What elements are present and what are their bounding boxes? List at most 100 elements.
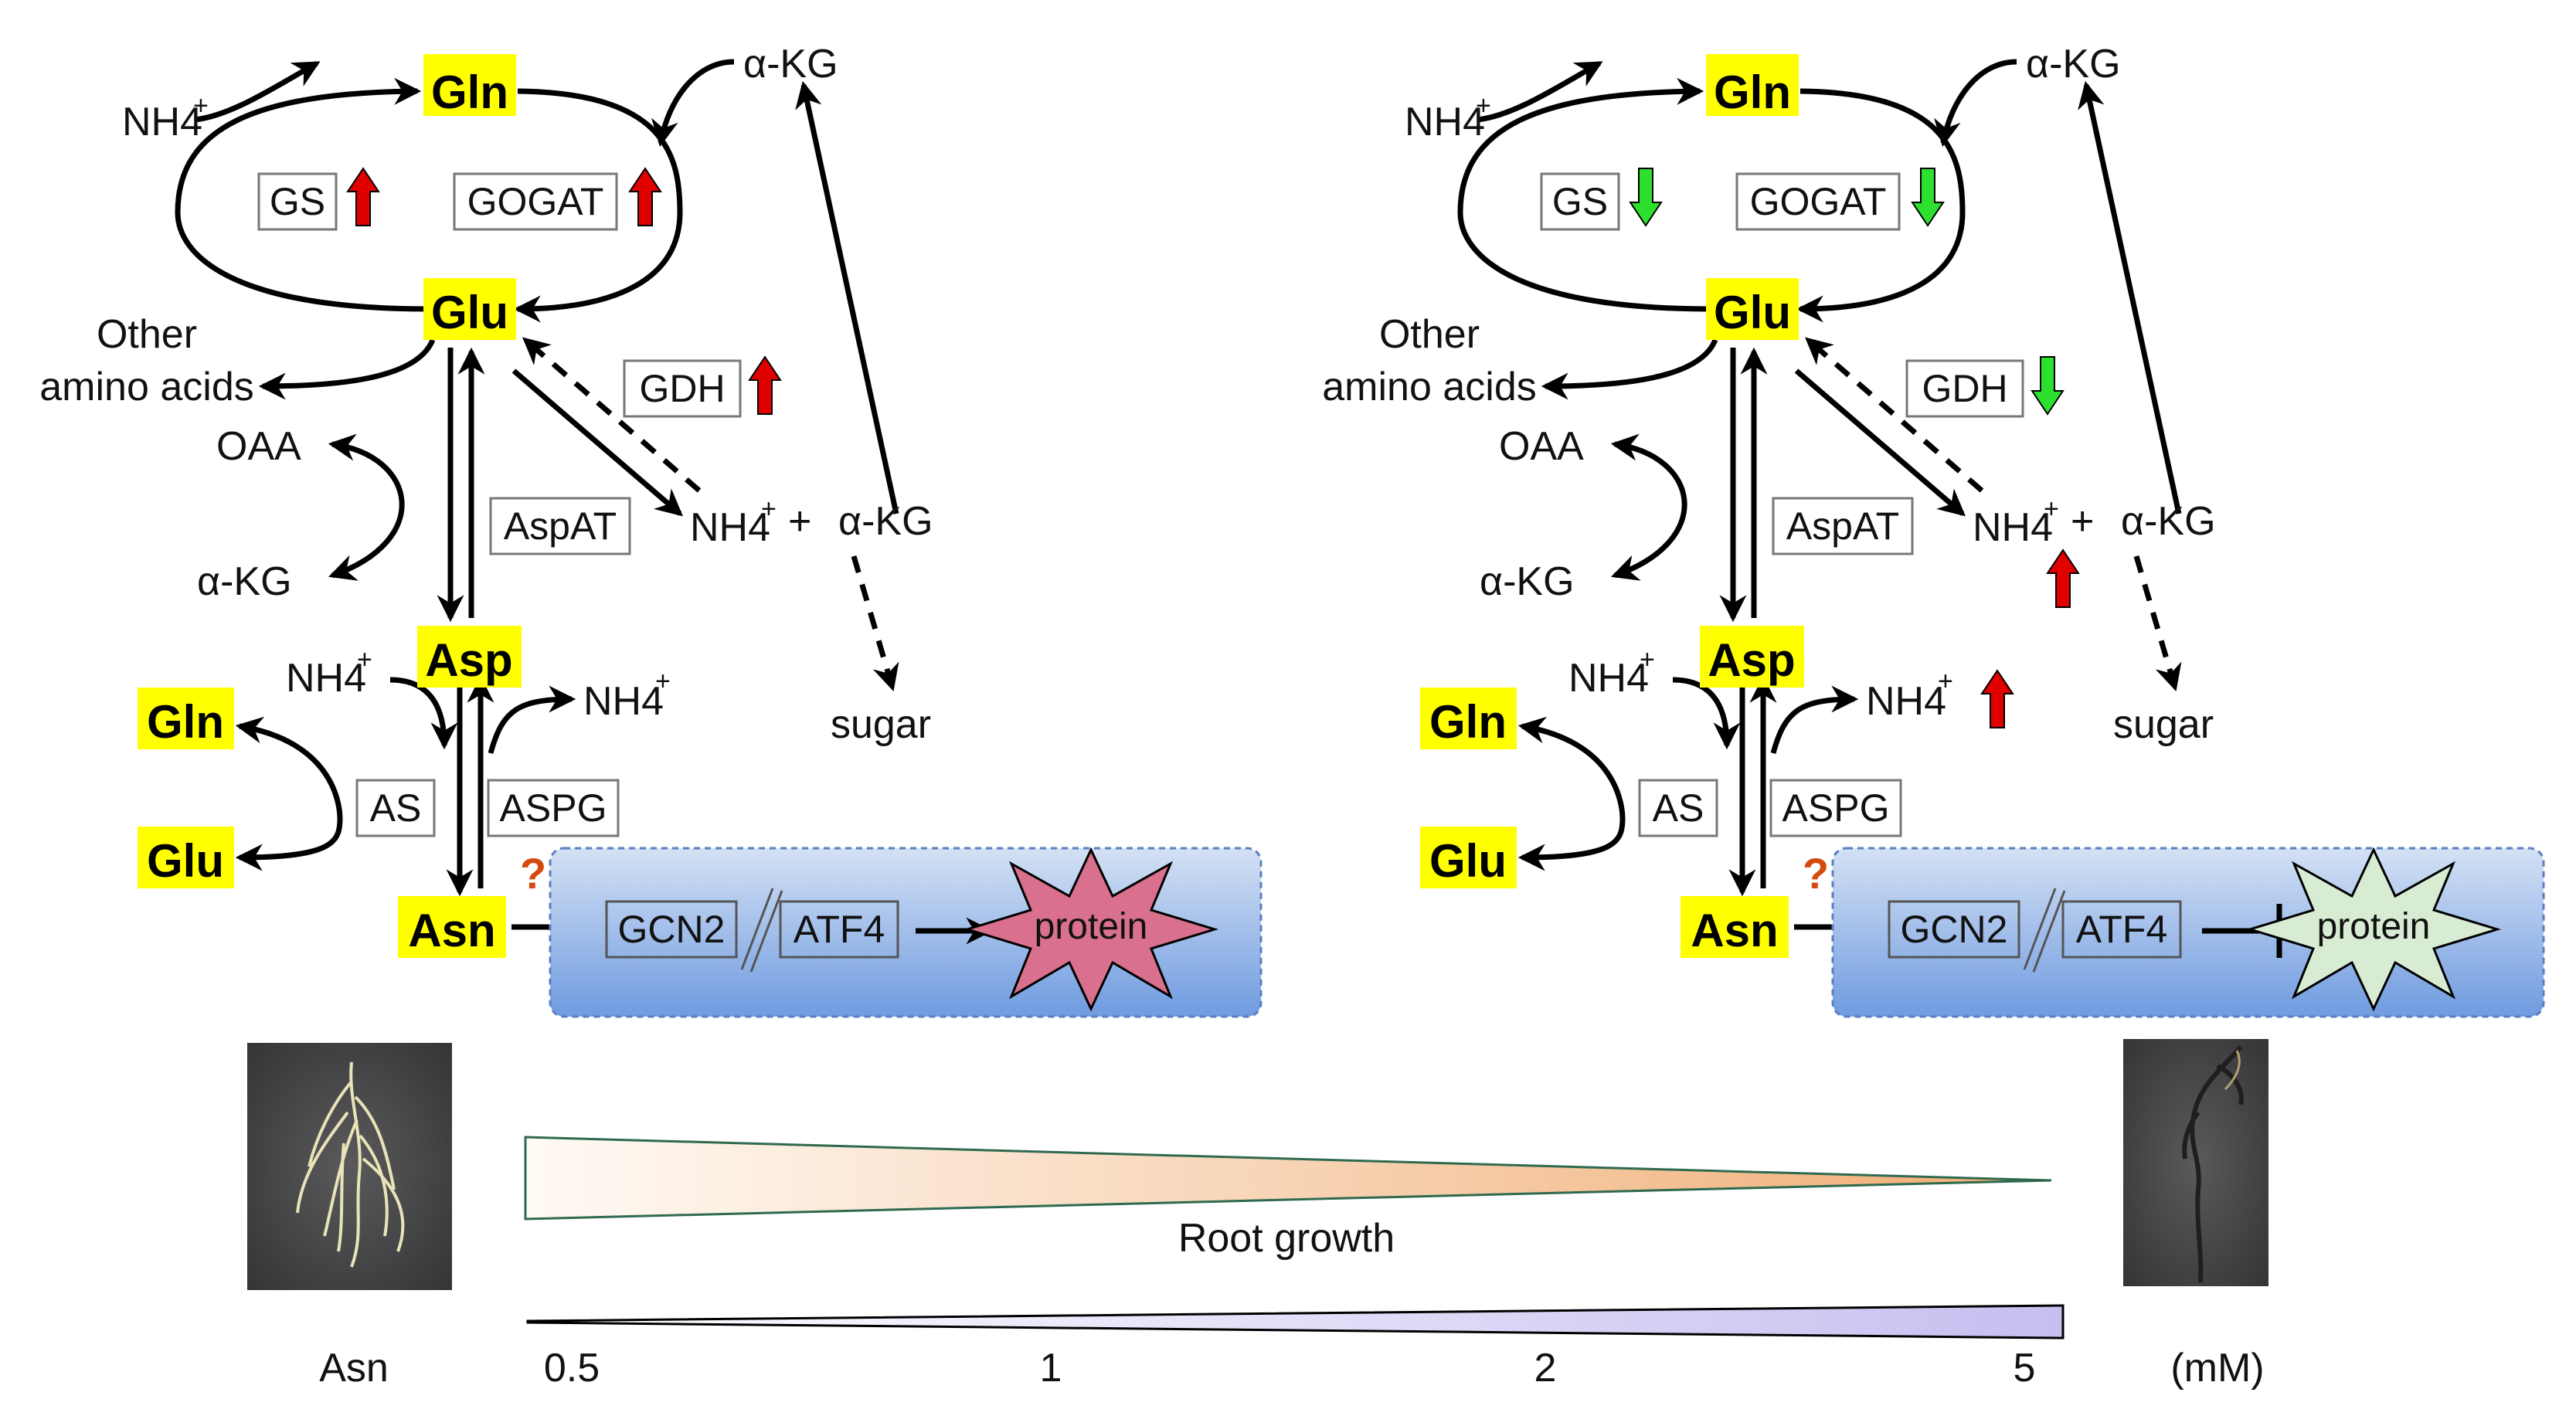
gln-glu-side-loop-arrow [235, 716, 343, 871]
gcn2-label: GCN2 [618, 908, 726, 951]
glu-side-label: Glu [1429, 835, 1507, 887]
oaa-akg-exchange-arrow [1610, 433, 1687, 581]
nh4-asp-in-charge: + [357, 645, 372, 674]
other-aa-label-line1: Other [97, 312, 197, 357]
gogat-down-arrow-icon [1911, 168, 1945, 227]
nh4-top-label: NH4 [1405, 100, 1485, 144]
gln-glu-side-loop-arrow [1517, 716, 1626, 871]
akg-regen-arrow [2078, 80, 2182, 514]
gcn2-atf4-slash [2023, 888, 2066, 973]
asp-highlight [417, 626, 522, 688]
glu-side-highlight [138, 827, 234, 888]
gln-side-highlight [138, 688, 234, 749]
nh4-mid-charge: + [761, 494, 777, 524]
other-aa-label-line2: amino acids [1322, 365, 1536, 409]
glu-to-nh4-arrow [1794, 368, 1966, 517]
akg-left-label: α-KG [1480, 559, 1575, 604]
atf4-label: ATF4 [2076, 908, 2168, 951]
question-mark-icon: ? [520, 849, 546, 898]
akg-top-label: α-KG [743, 42, 838, 87]
nh4-to-glu-dashed-arrow [1805, 337, 1984, 493]
nh4-into-gln-arrow [1477, 60, 1603, 123]
cycle-left-arc [1457, 77, 1712, 312]
aspat-label: AspAT [1786, 504, 1899, 548]
nh4-top-charge: + [193, 91, 209, 121]
atf4-label: ATF4 [794, 908, 885, 951]
gogat-up-arrow-icon [628, 167, 662, 226]
glu-to-other-aa-arrow [1541, 338, 1718, 400]
akg-top-label: α-KG [2026, 42, 2121, 87]
gs-box [1540, 172, 1620, 231]
asn-tick-label: 0.5 [544, 1346, 600, 1391]
aspg-box [487, 779, 620, 837]
gcn2-box [1888, 900, 2020, 959]
nh4-asp-in-label: NH4 [286, 656, 366, 701]
cycle-right-arc [513, 88, 683, 323]
cycle-left-arc [175, 77, 430, 312]
gln-side-label: Gln [1429, 696, 1507, 748]
akg-mid-label: α-KG [2121, 499, 2216, 544]
nh4-into-as-arrow [1672, 677, 1741, 750]
nh4-asp-out-up-arrow-icon [1980, 669, 2014, 728]
gs-box [257, 172, 338, 231]
root-growth-wedge [524, 1136, 2052, 1221]
nh4-mid-up-arrow-icon [2046, 548, 2080, 608]
protein-star-icon [963, 847, 1219, 1012]
asp-highlight [1700, 626, 1804, 688]
akg-mid-label: α-KG [838, 499, 933, 544]
plus-label: + [788, 499, 811, 544]
nh4-into-gln-arrow [194, 60, 321, 123]
gcn2-box [605, 900, 738, 959]
root-growth-label: Root growth [1178, 1216, 1395, 1261]
gs-up-arrow-icon [346, 167, 380, 226]
gogat-box [1735, 172, 1901, 231]
protein-star-icon [2245, 847, 2502, 1012]
cycle-right-arc [1796, 88, 1966, 323]
nh4-top-charge: + [1476, 91, 1491, 121]
asn-tick-label: 5 [2014, 1346, 2036, 1391]
gs-label: GS [1552, 180, 1608, 223]
nh4-top-label: NH4 [122, 100, 202, 144]
aspg-label: ASPG [1782, 786, 1890, 830]
glu-side-label: Glu [147, 835, 224, 887]
atf4-box [2061, 900, 2182, 959]
akg-to-sugar-arrow [2133, 555, 2182, 692]
as-label: AS [1653, 786, 1704, 830]
as-box [355, 779, 436, 837]
aspg-nh4-out-arrow [1770, 685, 1859, 754]
protein-label: protein [2317, 906, 2431, 947]
gogat-box [453, 172, 618, 231]
gln-side-label: Gln [147, 696, 224, 748]
gdh-box [623, 359, 742, 418]
right-pathway-panel: Gln Glu Asp Asn Gln Glu NH4 + α-KG Other… [1322, 42, 2545, 1018]
nh4-to-glu-dashed-arrow [522, 337, 702, 493]
question-mark-icon: ? [1803, 849, 1829, 898]
nh4-asp-out-label: NH4 [583, 679, 664, 724]
sugar-label: sugar [2113, 702, 2214, 747]
akg-left-label: α-KG [197, 559, 292, 604]
gdh-up-arrow-icon [748, 355, 782, 415]
aspat-box [1772, 497, 1914, 555]
gln-highlight [1706, 54, 1799, 116]
glu-highlight [423, 278, 516, 340]
nh4-mid-label: NH4 [1973, 505, 2053, 550]
nh4-asp-out-label: NH4 [1866, 679, 1946, 724]
left-pathway-panel: Gln Glu Asp Asn Gln Glu NH4 + α-KG Other… [39, 42, 1263, 1018]
gcn2-atf4-slash [740, 888, 783, 973]
glu-label: Glu [1714, 287, 1791, 338]
gln-side-highlight [1420, 688, 1517, 749]
nh4-asp-in-label: NH4 [1568, 656, 1649, 701]
asn-axis-label: Asn [319, 1346, 389, 1391]
gcn2-label: GCN2 [1901, 908, 2008, 951]
oaa-label: OAA [1499, 424, 1584, 469]
other-aa-label-line2: amino acids [39, 365, 253, 409]
other-aa-label-line1: Other [1379, 312, 1480, 357]
protein-label: protein [1035, 906, 1148, 947]
as-label: AS [370, 786, 422, 830]
glu-highlight [1706, 278, 1799, 340]
aspg-nh4-out-arrow [488, 685, 576, 754]
gdh-down-arrow-icon [2031, 356, 2065, 416]
gs-label: GS [270, 180, 325, 223]
